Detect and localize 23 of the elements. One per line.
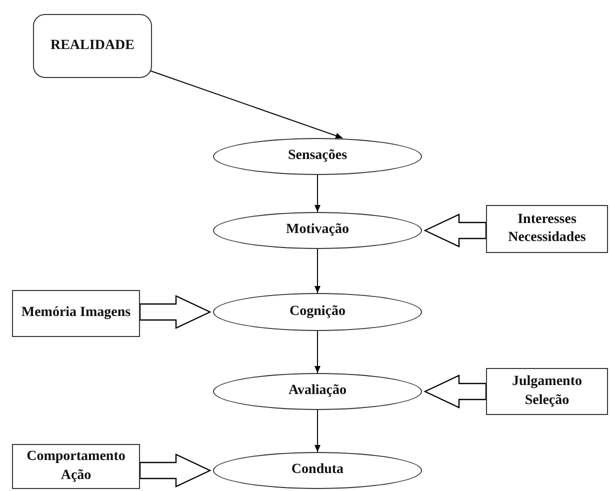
input-box <box>486 205 608 253</box>
block-arrow <box>139 454 212 488</box>
node-label: Interesses Necessidades <box>507 210 587 247</box>
arrow <box>314 174 320 212</box>
block-arrow <box>424 214 487 248</box>
node-label: Sensações <box>286 147 348 166</box>
input-box <box>12 290 140 337</box>
arrow <box>314 248 320 294</box>
node-label: Cognição <box>288 302 346 321</box>
node-label: Julgamento Seleção <box>511 373 583 410</box>
node-label: Avaliação <box>287 382 348 400</box>
input-box <box>12 444 140 489</box>
block-arrow <box>139 295 212 329</box>
node-label: REALIDADE <box>49 36 136 55</box>
node-label: Memória Imagens <box>20 304 132 322</box>
input-box <box>486 368 608 415</box>
rounded-box <box>33 14 152 78</box>
block-arrow <box>424 374 487 408</box>
arrow <box>314 330 320 374</box>
node-label: Conduta <box>290 461 345 480</box>
node-label: Comportamento Ação <box>26 448 126 484</box>
arrow <box>314 410 320 452</box>
node-label: Motivação <box>285 221 350 240</box>
